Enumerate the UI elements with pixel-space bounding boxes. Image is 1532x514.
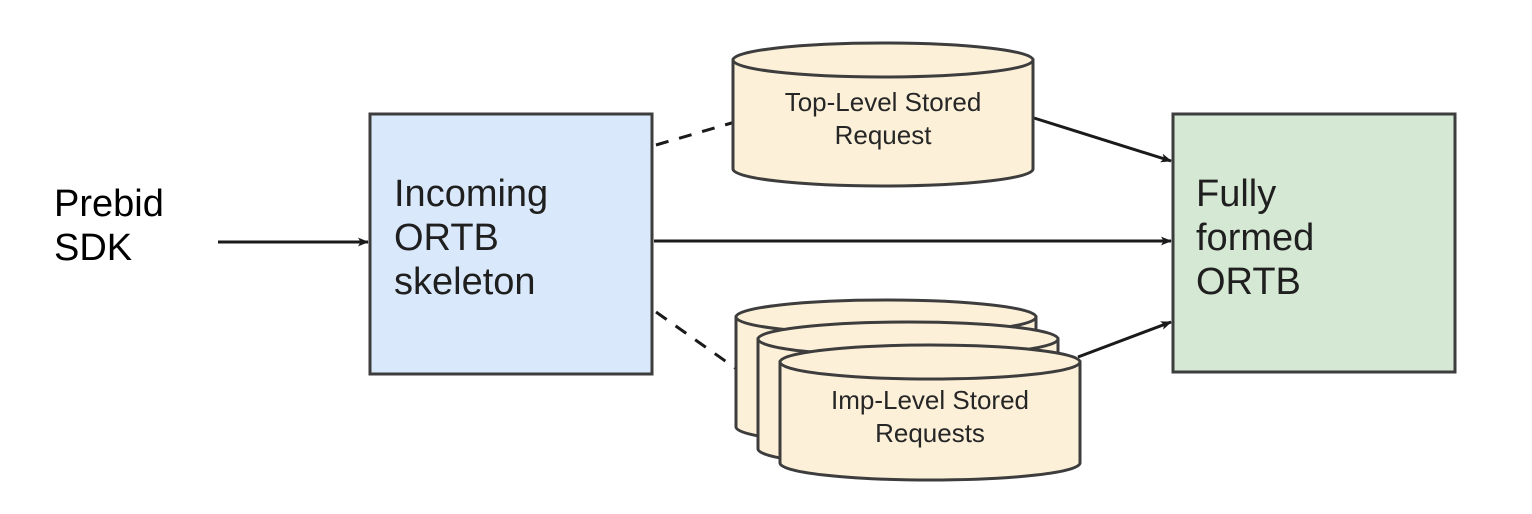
edge-top-store-to-output (1033, 116, 1172, 163)
node-fully-formed-ortb[interactable] (1171, 112, 1457, 374)
edge-imp-store-to-output (1077, 320, 1172, 359)
node-incoming-ortb-skeleton[interactable] (368, 112, 654, 376)
node-imp-level-stored-requests[interactable] (778, 343, 1082, 482)
node-top-level-stored-request[interactable] (731, 41, 1035, 188)
edge-skeleton-to-top-store (655, 120, 736, 147)
edge-skeleton-to-imp-store (655, 310, 739, 372)
